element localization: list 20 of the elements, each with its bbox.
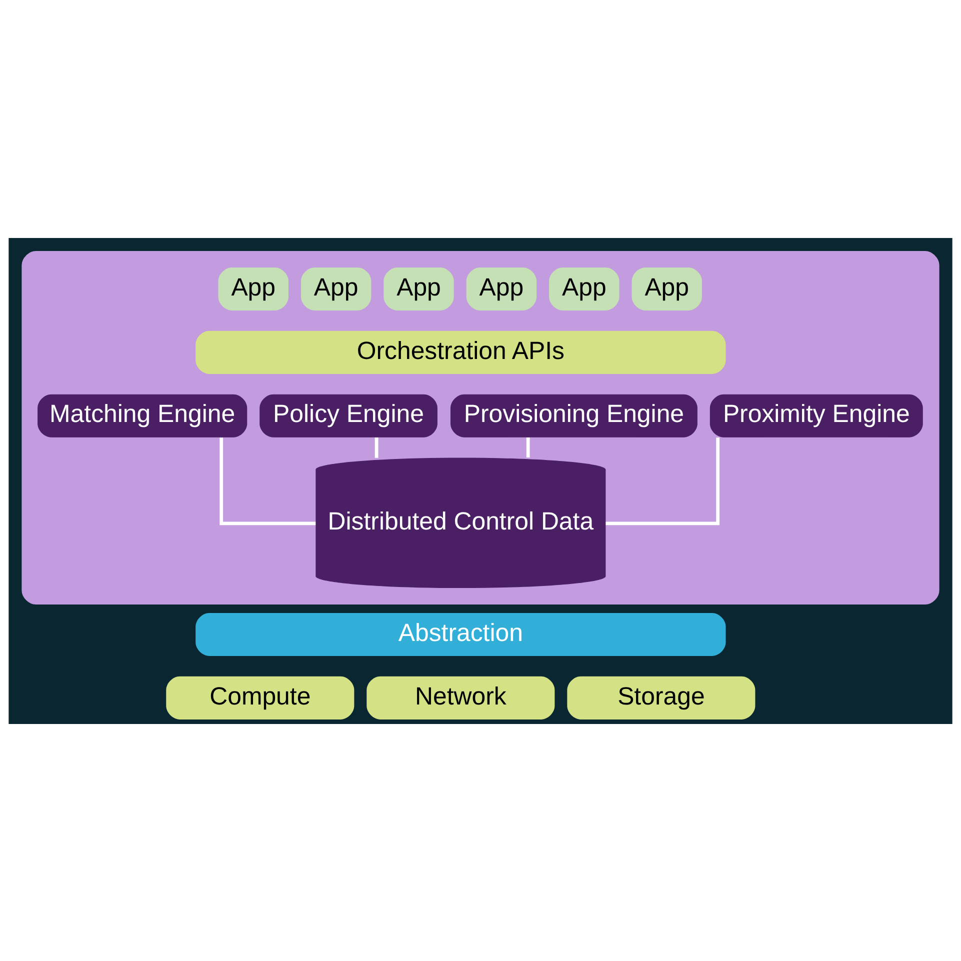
node-box: Provisioning Engine (450, 394, 698, 437)
node-box: Compute (166, 676, 354, 719)
node-box: Network (366, 676, 555, 719)
connector (606, 437, 720, 525)
node-box: App (218, 266, 288, 310)
node-box: Matching Engine (38, 394, 248, 437)
connector (526, 437, 530, 457)
node-box: App (632, 266, 702, 310)
connector (220, 437, 316, 525)
node-box: App (384, 266, 454, 310)
node-box: Policy Engine (260, 394, 438, 437)
node-box: Orchestration APIs (196, 330, 726, 374)
node-box: App (300, 266, 372, 310)
node-box: Proximity Engine (710, 394, 923, 437)
node-box: Storage (567, 676, 756, 719)
connector (374, 437, 378, 458)
node-box: App (466, 266, 537, 310)
cluster (22, 250, 940, 604)
node-box: Abstraction (196, 612, 726, 656)
node-box: App (549, 266, 620, 310)
